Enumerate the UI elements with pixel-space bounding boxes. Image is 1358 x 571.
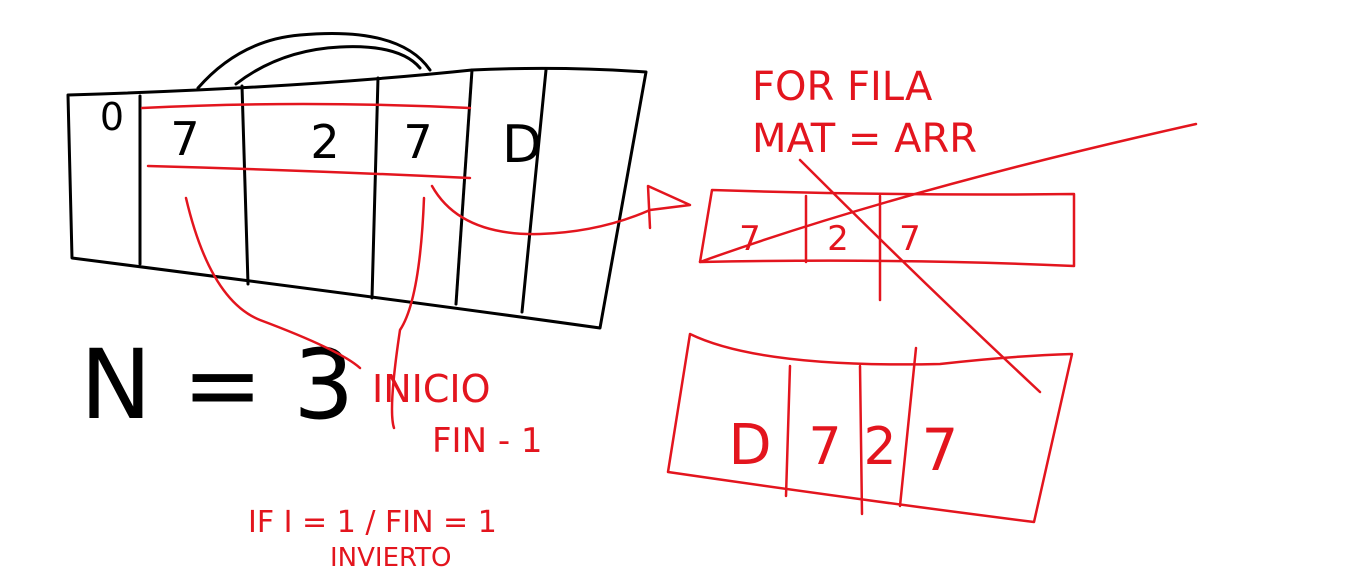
sub-array-cell: 2 [827, 219, 849, 259]
n-label: N = 3 [80, 329, 354, 441]
range-line [140, 102, 472, 110]
result-array-cell: 7 [922, 416, 959, 484]
main-array-outline [66, 66, 648, 330]
result-array-outline [666, 332, 1074, 524]
result-array-cell: 2 [863, 417, 896, 477]
result-array-cell: 7 [808, 417, 841, 477]
main-array-cell: 0 [100, 95, 124, 139]
main-array-divider [370, 76, 380, 300]
cross-out-line [698, 122, 1198, 264]
range-line [146, 164, 472, 180]
note-line-2: MAT = ARR [752, 116, 977, 162]
sub-array-cell: 7 [739, 219, 761, 259]
result-array-divider [858, 364, 864, 516]
note-line-1: FOR FILA [752, 64, 933, 110]
range-markers [140, 102, 692, 430]
sub-array-outline [698, 188, 1076, 268]
result-array-cell: D [728, 413, 771, 478]
main-array-divider [454, 68, 474, 306]
main-array-cell: 2 [310, 115, 339, 169]
copy-arrow [430, 184, 692, 236]
sub-array: 7 2 7 [698, 122, 1198, 302]
main-array-divider [520, 68, 548, 314]
pointer-arrow [390, 196, 426, 430]
condition-if-label: IF I = 1 / FIN = 1 [248, 505, 497, 540]
main-array-cell: D [502, 115, 542, 175]
main-array-divider [240, 84, 250, 286]
main-array-cell: 7 [403, 115, 432, 169]
condition-end-label: FIN - 1 [432, 421, 543, 461]
condition-start-label: INICIO [372, 367, 491, 411]
main-array-cell: 7 [170, 112, 199, 166]
result-array-divider [784, 364, 792, 498]
swap-arc [196, 31, 432, 90]
swap-arc [234, 45, 422, 86]
result-array: D 7 2 7 [666, 332, 1074, 524]
cross-out-line [798, 158, 1042, 394]
sub-array-cell: 7 [899, 219, 921, 259]
result-array-divider [898, 346, 918, 508]
main-array: 0 7 2 7 D [66, 31, 648, 330]
condition-action-label: INVIERTO [330, 543, 452, 571]
pointer-arrow [184, 196, 362, 370]
